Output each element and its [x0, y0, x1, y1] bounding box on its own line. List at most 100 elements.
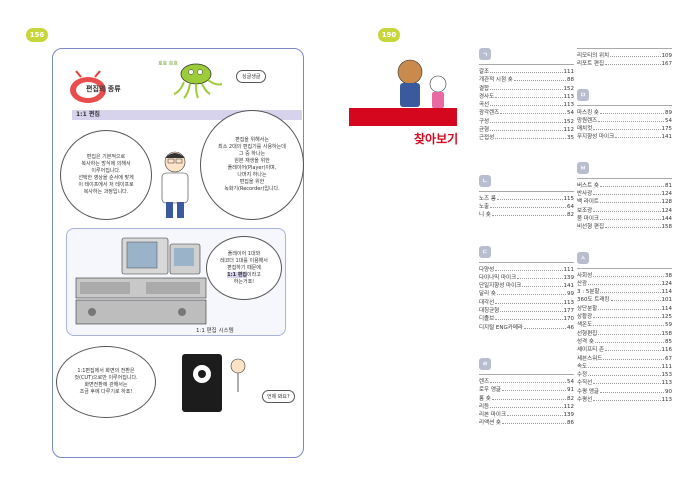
index-page: 54: [567, 378, 574, 385]
index-dot-leader: [588, 366, 661, 368]
page-number-right: 190: [378, 28, 400, 42]
index-dot-leader: [490, 130, 563, 132]
index-dot-leader: [610, 300, 661, 302]
index-letter-badge: ㄴ: [479, 174, 491, 187]
index-page: 175: [661, 126, 673, 133]
index-rule: [577, 267, 672, 269]
teacher-illustration: [161, 151, 189, 218]
index-term: 경사도: [479, 93, 495, 100]
index-term: 로우 앵글: [479, 387, 501, 394]
index-rule: [479, 64, 574, 65]
index-term: 니 숏: [479, 212, 491, 219]
index-page: 113: [661, 397, 673, 404]
index-page: 109: [661, 53, 673, 59]
index-entry[interactable]: 3 : 5분할 114: [577, 288, 672, 296]
index-page: 111: [563, 69, 575, 75]
index-rule: [479, 190, 574, 192]
index-dot-leader: [615, 137, 661, 139]
index-entry[interactable]: 경사도 113: [479, 93, 574, 101]
index-dot-leader: [598, 308, 661, 310]
highlighted-term: 1:1 편집: [227, 271, 248, 278]
index-page: 114: [661, 289, 673, 296]
system-bubble: 플레이어 1대와 레코더 1대를 이용해서 편집하기 때문에 1:1 편집이라고…: [206, 236, 282, 300]
definition-line: 복사하는 방식에 의해서: [81, 161, 131, 167]
teacher-line: 녹화기(Recorder)입니다.: [224, 186, 280, 192]
index-page: 35: [567, 135, 574, 142]
index-page: 113: [563, 93, 575, 100]
index-page: 91: [567, 387, 574, 394]
index-page: 82: [567, 212, 574, 219]
index-dot-leader: [605, 227, 661, 229]
index-dot-leader: [593, 317, 661, 319]
index-term: 색온도: [577, 322, 593, 329]
index-entry[interactable]: 로우 앵글 91: [479, 386, 574, 394]
index-page: 88: [567, 77, 574, 84]
index-term: 3 : 5분할: [577, 289, 600, 296]
index-page: 141: [661, 134, 673, 141]
definition-line: 선택한 영상을 순서에 맞게: [78, 175, 134, 181]
index-page: 67: [665, 355, 672, 362]
index-dot-leader: [490, 206, 566, 208]
index-entry[interactable]: 니 숏 82: [479, 211, 574, 219]
index-rule: [577, 48, 672, 49]
index-dot-leader: [593, 400, 661, 402]
index-dot-leader: [495, 269, 563, 271]
index-page: 158: [661, 330, 673, 337]
index-term: 리포트 편집: [577, 61, 605, 68]
index-title-bar: [349, 108, 457, 126]
section-title: 편집의 종류: [86, 85, 121, 93]
index-term: 수정: [577, 372, 588, 379]
